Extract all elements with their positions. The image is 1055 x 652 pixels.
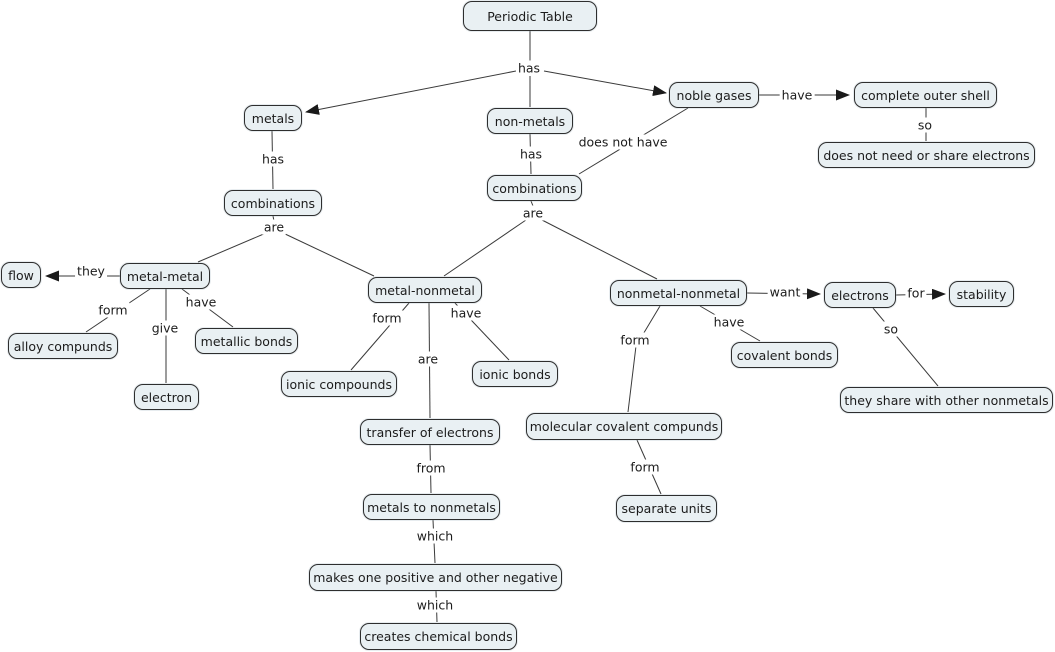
concept-node-metallic-bonds[interactable]: metallic bonds bbox=[195, 328, 298, 354]
link-label-have[interactable]: have bbox=[779, 87, 815, 103]
connector-line bbox=[530, 200, 534, 207]
concept-node-does-not-need-or-share-electrons[interactable]: does not need or share electrons bbox=[818, 142, 1035, 168]
link-label-has[interactable]: has bbox=[517, 146, 545, 162]
link-label-from[interactable]: from bbox=[414, 460, 448, 476]
connector-line bbox=[541, 219, 658, 280]
concept-node-metal-metal[interactable]: metal-metal bbox=[120, 263, 210, 289]
link-label-want[interactable]: want bbox=[767, 284, 803, 300]
connector-arrow bbox=[305, 70, 517, 115]
link-label-have[interactable]: have bbox=[183, 294, 219, 310]
link-label-form[interactable]: form bbox=[628, 459, 662, 475]
concept-node-transfer-of-electrons[interactable]: transfer of electrons bbox=[360, 419, 500, 445]
concept-node-alloy-compunds[interactable]: alloy compunds bbox=[8, 333, 118, 359]
link-label-are[interactable]: are bbox=[261, 219, 287, 235]
concept-node-non-metals[interactable]: non-metals bbox=[487, 108, 573, 134]
link-label-so[interactable]: so bbox=[915, 117, 935, 133]
concept-node-ionic-bonds[interactable]: ionic bonds bbox=[472, 361, 558, 387]
concept-node-ionic-compounds[interactable]: ionic compounds bbox=[281, 371, 397, 397]
link-label-has[interactable]: has bbox=[259, 151, 287, 167]
connector-arrow bbox=[543, 70, 667, 97]
concept-node-creates-chemical-bonds[interactable]: creates chemical bonds bbox=[360, 623, 517, 650]
link-label-has[interactable]: has bbox=[515, 60, 543, 76]
connector-line bbox=[197, 232, 267, 263]
concept-node-periodic-table[interactable]: Periodic Table bbox=[463, 1, 597, 31]
link-label-so[interactable]: so bbox=[881, 321, 901, 337]
concept-node-combinations-metals[interactable]: combinations bbox=[224, 190, 322, 216]
link-label-does-not-have[interactable]: does not have bbox=[576, 134, 670, 150]
link-label-have[interactable]: have bbox=[711, 314, 747, 330]
link-label-they[interactable]: they bbox=[75, 263, 107, 279]
link-label-which[interactable]: which bbox=[414, 528, 456, 544]
link-label-are[interactable]: are bbox=[415, 351, 441, 367]
connector-line bbox=[627, 305, 661, 413]
link-label-which[interactable]: which bbox=[414, 597, 456, 613]
link-label-form[interactable]: form bbox=[618, 332, 652, 348]
concept-node-metals-to-nonmetals[interactable]: metals to nonmetals bbox=[363, 494, 500, 520]
concept-node-metal-nonmetal[interactable]: metal-nonmetal bbox=[368, 277, 482, 303]
concept-node-nonmetal-nonmetal[interactable]: nonmetal-nonmetal bbox=[610, 280, 747, 306]
concept-node-metals[interactable]: metals bbox=[244, 105, 302, 131]
link-label-form[interactable]: form bbox=[96, 302, 130, 318]
concept-node-makes-one-positive-and-other-negative[interactable]: makes one positive and other negative bbox=[309, 564, 562, 591]
concept-node-stability[interactable]: stability bbox=[949, 281, 1014, 307]
concept-node-electron[interactable]: electron bbox=[134, 384, 199, 410]
connector-line bbox=[282, 232, 375, 277]
concept-node-they-share-with-other-nonmetals[interactable]: they share with other nonmetals bbox=[840, 387, 1053, 413]
concept-node-complete-outer-shell[interactable]: complete outer shell bbox=[854, 82, 997, 108]
link-label-are[interactable]: are bbox=[520, 205, 546, 221]
link-label-for[interactable]: for bbox=[905, 285, 927, 301]
link-label-form[interactable]: form bbox=[370, 310, 404, 326]
connector-line bbox=[872, 307, 939, 387]
connector-line bbox=[443, 219, 527, 277]
concept-node-molecular-covalent-compunds[interactable]: molecular covalent compunds bbox=[526, 413, 722, 440]
concept-node-electrons[interactable]: electrons bbox=[824, 282, 896, 308]
concept-node-combinations-nonmetals[interactable]: combinations bbox=[487, 175, 582, 201]
concept-node-flow[interactable]: flow bbox=[1, 262, 41, 288]
concept-node-separate-units[interactable]: separate units bbox=[616, 495, 717, 522]
concept-node-covalent-bonds[interactable]: covalent bonds bbox=[731, 342, 838, 368]
link-label-give[interactable]: give bbox=[149, 320, 181, 336]
link-label-have[interactable]: have bbox=[448, 305, 484, 321]
concept-node-noble-gases[interactable]: noble gases bbox=[669, 82, 759, 108]
